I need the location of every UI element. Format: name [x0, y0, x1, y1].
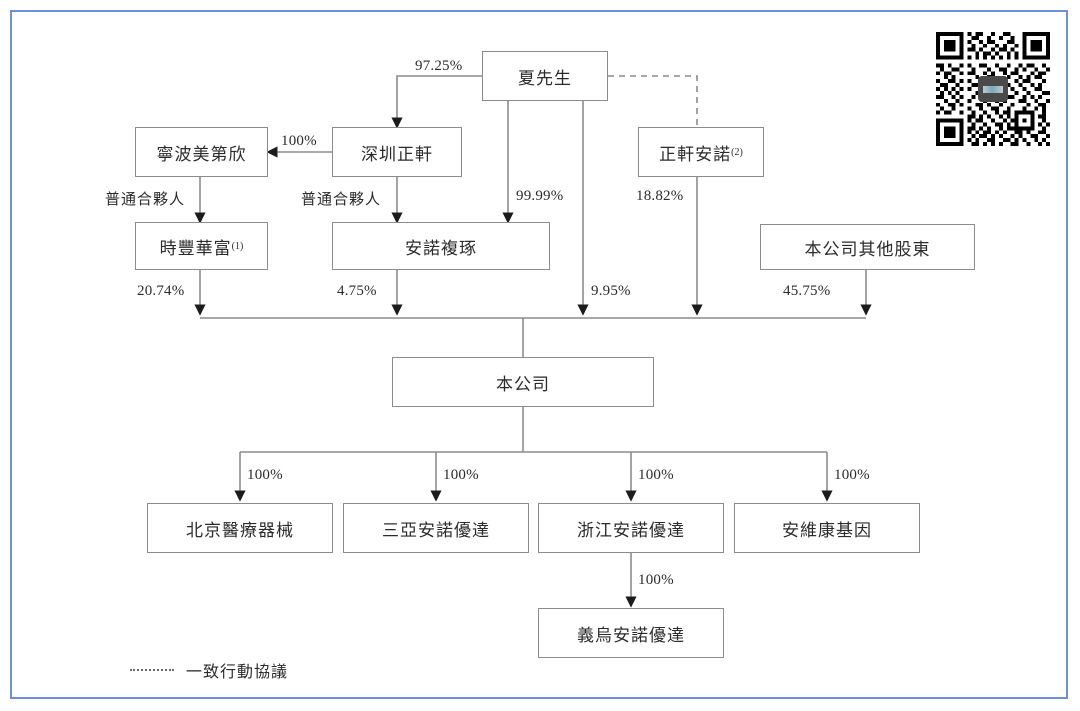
edge-label-xia-to-shenzhen: 97.25%	[415, 58, 463, 74]
legend: 一致行動協議	[130, 658, 288, 682]
node-zhejiang-annuo-youda-label: 浙江安諾優達	[577, 520, 685, 540]
node-shenzhen-zhengxuan[interactable]: 深圳正軒	[332, 127, 462, 177]
node-ningbo-meidixin-label: 寧波美第欣	[156, 144, 247, 164]
qr-code-matrix	[936, 32, 1050, 146]
edge-label-shenzhen-to-annuo: 普通合夥人	[301, 192, 382, 208]
qr-code-icon[interactable]	[936, 32, 1050, 146]
edge-label-ningbo-to-shifeng: 普通合夥人	[105, 192, 186, 208]
edge-label-shenzhen-to-ningbo: 100%	[281, 133, 317, 149]
edge-label-shifeng-to-company: 20.74%	[137, 283, 185, 299]
edge-xia-to-shenzhen	[391, 75, 482, 129]
node-anwei-kang-gene-label: 安維康基因	[782, 520, 872, 540]
node-sanya-annuo-youda[interactable]: 三亞安諾優達	[343, 503, 529, 553]
node-ningbo-meidixin[interactable]: 寧波美第欣	[135, 127, 268, 177]
node-other-shareholders[interactable]: 本公司其他股東	[760, 224, 975, 270]
node-shifeng-huafu[interactable]: 時豐華富(1)	[135, 222, 268, 270]
edge-label-zhengxuan-annuo-to-company: 18.82%	[636, 188, 684, 204]
node-other-shareholders-label: 本公司其他股東	[804, 239, 931, 259]
node-shenzhen-zhengxuan-label: 深圳正軒	[361, 144, 433, 164]
edge-label-zhejiang-to-yiwu: 100%	[638, 572, 674, 588]
node-company[interactable]: 本公司	[392, 357, 654, 407]
edge-label-xia-to-company: 9.95%	[591, 283, 631, 299]
edge-label-company-to-anwei: 100%	[834, 467, 870, 483]
node-zhengxuan-annuo[interactable]: 正軒安諾(2)	[638, 127, 764, 177]
legend-label: 一致行動協議	[186, 664, 289, 681]
node-beijing-medical-device-label: 北京醫療器械	[186, 520, 294, 540]
node-beijing-medical-device[interactable]: 北京醫療器械	[147, 503, 333, 553]
dotted-line-icon	[130, 669, 174, 671]
edge-label-others-to-company: 45.75%	[783, 283, 831, 299]
edge-concert-party-agreement	[608, 75, 698, 127]
node-annuo-fuzhuo[interactable]: 安諾複琢	[332, 222, 550, 270]
node-yiwu-annuo-youda-label: 義烏安諾優達	[577, 625, 685, 645]
node-mr-xia[interactable]: 夏先生	[482, 51, 608, 101]
edge-label-company-to-beijing: 100%	[247, 467, 283, 483]
edge-label-company-to-sanya: 100%	[443, 467, 479, 483]
node-zhejiang-annuo-youda[interactable]: 浙江安諾優達	[538, 503, 724, 553]
node-mr-xia-label: 夏先生	[518, 68, 572, 88]
node-sanya-annuo-youda-label: 三亞安諾優達	[382, 520, 490, 540]
brand-logo-badge	[978, 76, 1008, 102]
node-annuo-fuzhuo-label: 安諾複琢	[405, 238, 477, 258]
brand-logo-mark	[983, 85, 1003, 93]
edge-label-annuo-to-company: 4.75%	[337, 283, 377, 299]
edge-label-xia-to-annuo: 99.99%	[516, 188, 564, 204]
edge-label-company-to-zhejiang: 100%	[638, 467, 674, 483]
node-zhengxuan-annuo-footnote: (2)	[731, 146, 743, 158]
node-shifeng-huafu-label: 時豐華富	[159, 238, 232, 258]
node-yiwu-annuo-youda[interactable]: 義烏安諾優達	[538, 608, 724, 658]
node-shifeng-huafu-footnote: (1)	[231, 240, 244, 252]
node-company-label: 本公司	[496, 374, 550, 394]
node-zhengxuan-annuo-label: 正軒安諾	[659, 144, 732, 164]
node-anwei-kang-gene[interactable]: 安維康基因	[734, 503, 920, 553]
